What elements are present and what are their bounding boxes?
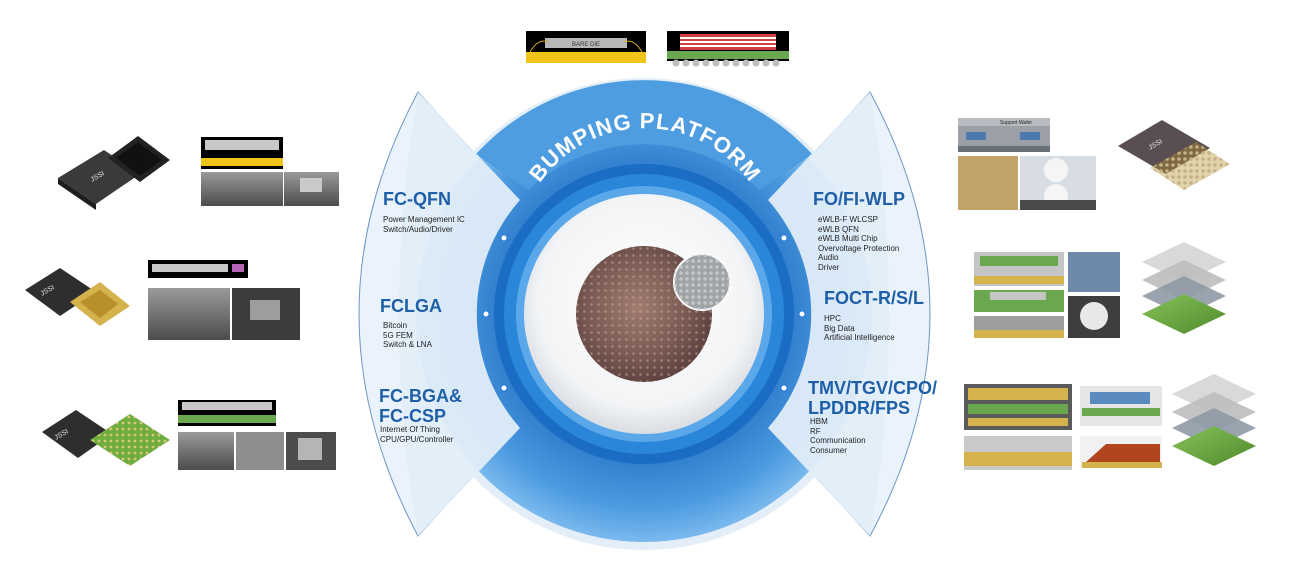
segment-title-fo-fi-wlp: FO/FI-WLP [813, 189, 905, 209]
segment-items-fc-bga: Internet Of Thing CPU/GPU/Controller [380, 425, 453, 444]
foct-cross-sections [974, 252, 1120, 338]
qfn-cross-section [201, 137, 339, 206]
segment-item: eWLB Multi Chip [818, 234, 878, 243]
segment-title-foct: FOCT-R/S/L [824, 288, 924, 308]
segment-title-line: FC-CSP [379, 406, 446, 426]
top-cross-section-2 [667, 31, 789, 67]
bga-chip-photo: JSSI [42, 410, 170, 466]
segment-items-fo-fi-wlp: eWLB-F WLCSP eWLB QFN eWLB Multi Chip Ov… [818, 215, 899, 272]
top-cross-section-1: BARE DIE [526, 31, 646, 63]
segment-title-line: LPDDR/FPS [808, 398, 911, 418]
qfn-chip-photo: JSSI [58, 136, 170, 210]
segment-item: Big Data [824, 323, 855, 333]
segment-item: Internet Of Thing [380, 425, 440, 434]
segment-title-fc-qfn: FC-QFN [383, 189, 451, 209]
fowlp-cross-sections: Support Wafer [958, 118, 1096, 210]
segment-title-line: FC-BGA& [379, 386, 462, 406]
segment-item: 5G FEM [383, 330, 413, 340]
segment-items-fc-qfn: Power Management IC Switch/Audio/Driver [383, 215, 465, 234]
segment-item: Audio [818, 253, 839, 262]
segment-items-fclga: Bitcoin 5G FEM Switch & LNA [383, 321, 432, 350]
support-wafer-label: Support Wafer [1000, 120, 1032, 126]
segment-item: HBM [810, 417, 828, 426]
foct-stack-photo [1142, 242, 1226, 334]
tmv-cross-sections [964, 384, 1162, 470]
segment-item: CPU/GPU/Controller [380, 434, 454, 444]
tmv-stack-photo [1172, 374, 1256, 466]
segment-item: HPC [824, 314, 841, 323]
segment-item: Consumer [810, 445, 847, 455]
segment-item: Switch & LNA [383, 340, 432, 349]
segment-item: Bitcoin [383, 321, 408, 330]
segment-item: eWLB QFN [818, 224, 859, 234]
segment-item: Switch/Audio/Driver [383, 224, 453, 234]
die-label: BARE DIE [572, 42, 600, 48]
segment-title-tmv: TMV/TGV/CPO/ LPDDR/FPS [808, 378, 937, 418]
segment-title-fc-bga: FC-BGA& FC-CSP [379, 386, 462, 426]
segment-title-line: TMV/TGV/CPO/ [808, 378, 938, 398]
bga-cross-section [178, 400, 336, 470]
lga-chip-photo: JSSI [25, 268, 130, 326]
segment-item: Communication [810, 436, 866, 445]
segment-item: Power Management IC [383, 215, 465, 224]
segment-item: eWLB-F WLCSP [818, 215, 879, 224]
segment-item: Driver [818, 262, 840, 272]
segment-items-foct: HPC Big Data Artificial Intelligence [824, 314, 895, 343]
segment-item: Overvoltage Protection [818, 243, 900, 253]
segment-item: RF [810, 426, 821, 436]
lga-cross-section [148, 260, 300, 340]
segment-title-fclga: FCLGA [380, 296, 442, 316]
segment-items-tmv: HBM RF Communication Consumer [810, 417, 866, 455]
segment-item: Artificial Intelligence [824, 333, 895, 342]
fowlp-chip-photo: JSSI [1118, 120, 1230, 190]
